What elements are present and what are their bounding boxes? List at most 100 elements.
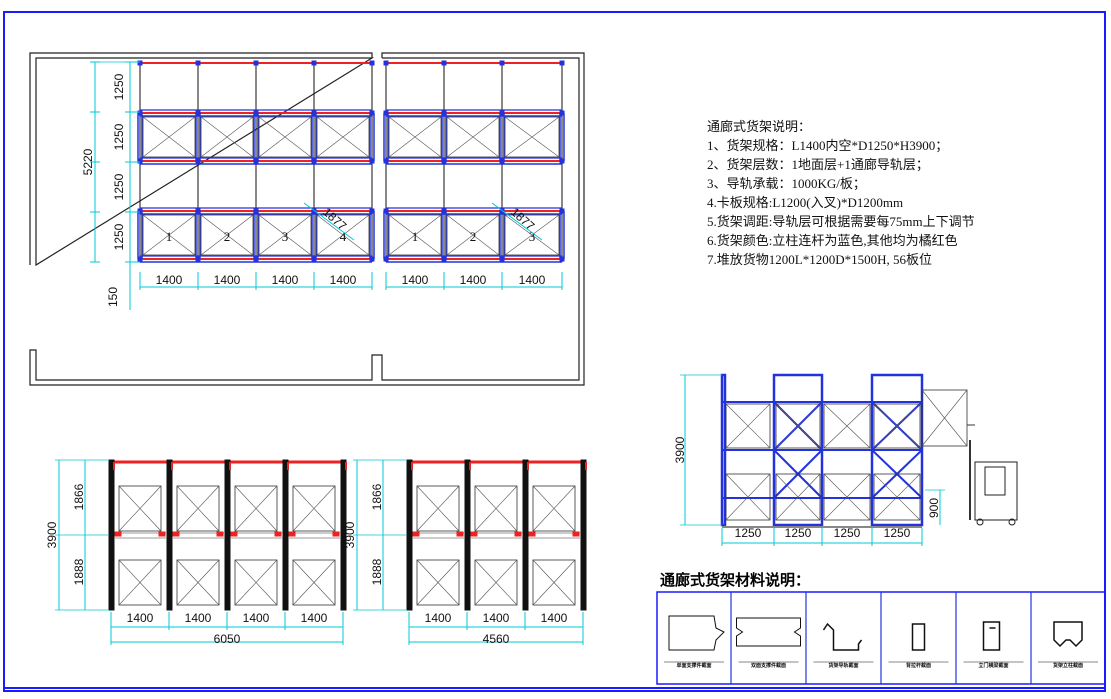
pallet-load — [532, 559, 576, 606]
pallet-load — [118, 485, 162, 532]
upright-post — [195, 60, 201, 66]
bay-dimension: 1400 — [243, 611, 270, 625]
rail-bracket — [158, 531, 166, 537]
rail-bracket — [514, 531, 522, 537]
pallet-load — [775, 473, 821, 521]
materials-title: 通廊式货架材料说明： — [660, 571, 810, 589]
upright — [464, 459, 471, 611]
upright-post — [441, 256, 447, 262]
dim-line — [303, 202, 355, 241]
pallet-load — [775, 403, 821, 449]
cross-line — [258, 214, 312, 256]
note-line-5: 5.货架调距:导轨层可根据需要每75mm上下调节 — [707, 214, 975, 229]
upright-post — [253, 208, 259, 214]
upright-post — [195, 208, 201, 214]
rail-bracket — [114, 531, 122, 537]
pallet-load — [200, 214, 254, 256]
upright-post — [137, 110, 143, 116]
side-height-dimension: 3900 — [673, 436, 687, 463]
cross-line — [292, 485, 336, 532]
pallet-load — [504, 116, 560, 158]
upright-post — [369, 60, 375, 66]
upright-post — [383, 158, 389, 164]
upright-post — [499, 110, 505, 116]
pallet-load — [234, 485, 278, 532]
upright-post — [559, 256, 565, 262]
material-caption: 背拉杆截面 — [906, 662, 931, 669]
pallet-load — [504, 214, 560, 256]
upright-post — [441, 158, 447, 164]
plan-view: 1140021400314004140018771140021400314001… — [81, 60, 565, 310]
pallet-load — [725, 403, 771, 449]
cross-line — [416, 559, 460, 606]
upright-post — [369, 256, 375, 262]
cross-line — [725, 473, 771, 521]
cross-line — [316, 116, 370, 158]
material-caption: 单面支撑件截面 — [676, 662, 711, 669]
dim-line — [491, 202, 543, 241]
cross-line — [873, 403, 921, 449]
upright-post — [311, 158, 317, 164]
pallet-load — [176, 559, 220, 606]
profile-beam — [982, 621, 1001, 651]
upright-post — [311, 110, 317, 116]
total-length-dimension: 4560 — [483, 632, 510, 646]
bay-number: 1 — [166, 229, 173, 244]
lower-level-dimension: 1888 — [370, 558, 384, 585]
cross-line — [234, 485, 278, 532]
row-dimension: 1250 — [112, 223, 126, 250]
rail-bracket — [274, 531, 282, 537]
pallet-load — [316, 214, 370, 256]
upright-post — [499, 60, 505, 66]
pallet-load — [873, 473, 921, 521]
upright-post — [441, 208, 447, 214]
overall-depth-dimension: 5220 — [81, 148, 95, 175]
cross-line — [725, 403, 771, 449]
upright-post — [383, 110, 389, 116]
cross-line — [873, 473, 921, 521]
upright-post — [195, 256, 201, 262]
depth-dimension: 1250 — [785, 526, 812, 540]
cross-line — [388, 214, 442, 256]
pallet-load — [823, 473, 871, 521]
cross-line — [416, 485, 460, 532]
bay-dimension: 1400 — [127, 611, 154, 625]
cross-line — [504, 214, 560, 256]
pallet-load — [873, 403, 921, 449]
material-caption: 货架立柱截面 — [1053, 662, 1083, 669]
pallet-load — [142, 214, 196, 256]
bay-number: 1 — [412, 229, 419, 244]
pallet-load — [474, 559, 518, 606]
cross-line — [176, 559, 220, 606]
upright-post — [311, 256, 317, 262]
material-caption: 立门横梁截面 — [978, 662, 1008, 669]
rail-bracket — [216, 531, 224, 537]
lower-level-dimension: 1888 — [72, 558, 86, 585]
depth-dimension: 1250 — [834, 526, 861, 540]
cross-line — [292, 559, 336, 606]
pallet-load — [292, 559, 336, 606]
cross-line — [234, 559, 278, 606]
pallet-load — [142, 116, 196, 158]
cross-line — [823, 473, 871, 521]
upright-post — [253, 60, 259, 66]
cross-line — [532, 559, 576, 606]
notes-title: 通廊式货架说明： — [707, 119, 811, 134]
rail-height-dimension: 900 — [927, 498, 941, 518]
pallet-load — [474, 485, 518, 532]
bay-number: 4 — [340, 229, 347, 244]
upright-post — [441, 60, 447, 66]
height-dimension: 3900 — [343, 521, 357, 548]
upright-post — [253, 110, 259, 116]
pallet-load — [446, 116, 500, 158]
upright-post — [137, 60, 143, 66]
depth-dimension: 1250 — [735, 526, 762, 540]
upright-post — [559, 60, 565, 66]
forklift-wheel — [1008, 518, 1016, 526]
upright-post — [499, 158, 505, 164]
pallet-load — [388, 214, 442, 256]
cross-line — [200, 116, 254, 158]
upright-post — [137, 208, 143, 214]
